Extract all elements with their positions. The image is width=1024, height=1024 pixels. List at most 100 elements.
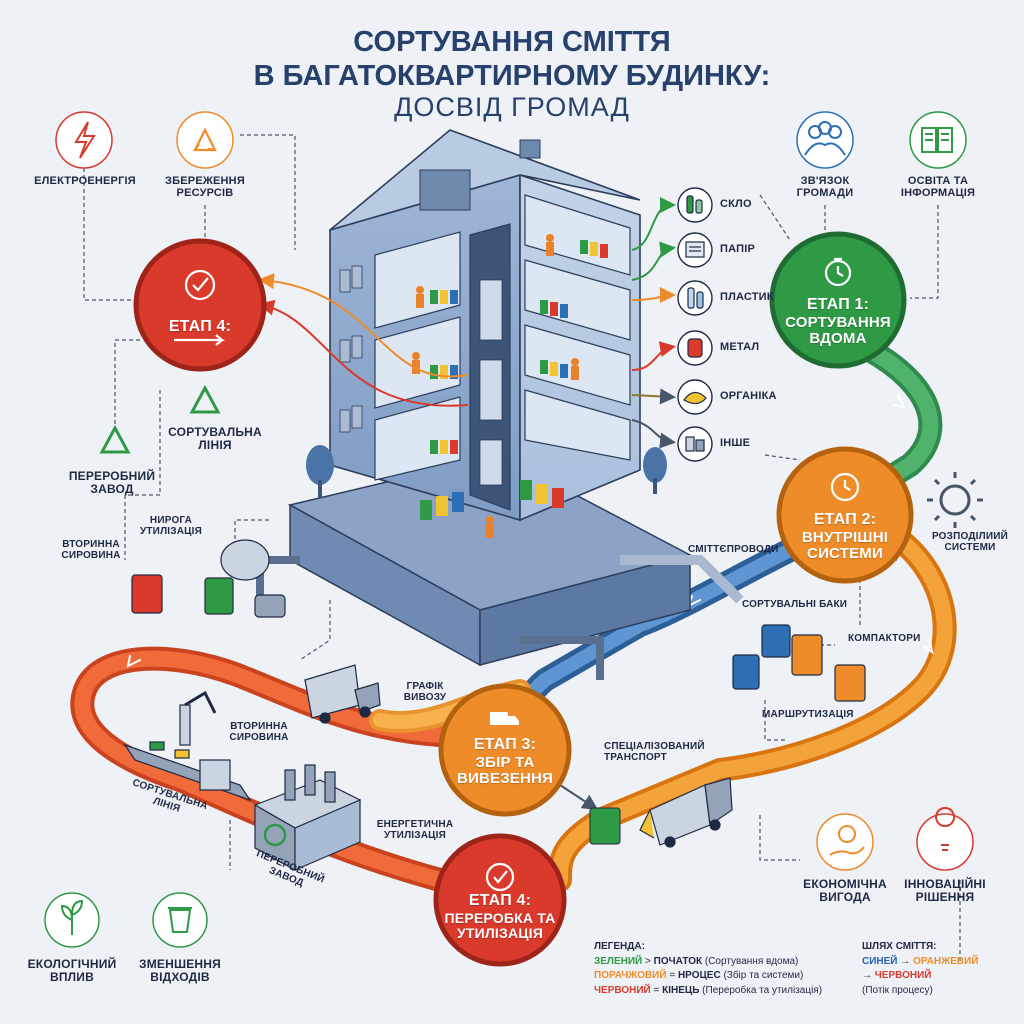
stage4-top-title: Етап 4: (168, 318, 232, 335)
benefit-icons-top (55, 111, 967, 169)
legend-red-word: Червоний (594, 984, 651, 996)
legend-red-desc: (Переробка та утилізація) (702, 984, 823, 996)
gear-icon (935, 480, 975, 520)
garbage-truck-left (304, 664, 381, 724)
waste-type-glyphs (683, 195, 707, 452)
waste-label-other: Інше (720, 437, 751, 449)
legend-heading: Легенда: (594, 941, 645, 952)
stage2-subtitle: Внутрішні системи (801, 529, 889, 563)
label-eco-impact: Екологічний вплив (27, 957, 117, 984)
title-line3: досвід громад (394, 92, 630, 122)
green-bin (589, 807, 621, 845)
stage1-subtitle: Сортування вдома (785, 314, 891, 348)
label-sorting-bins: Сортувальні баки (742, 599, 848, 610)
lightbulb-icon (917, 814, 973, 870)
legend-green-arrow: > (645, 955, 651, 967)
gear-graphic (927, 472, 983, 528)
title-line2: в багатоквартирному будинку: (253, 60, 771, 92)
recycle-icon (177, 112, 233, 168)
label-schedule: Графік вивозу (403, 681, 447, 703)
legend-red-eq: = (653, 984, 660, 996)
legend: Легенда: Зелений > Початок (Сортування в… (594, 940, 850, 998)
waste-label-organic: Органіка (720, 390, 777, 402)
stage1-title: Етап 1: (806, 296, 870, 313)
recycling-plant (253, 764, 362, 872)
path-legend-blue: Синей (862, 955, 898, 967)
label-distributed-systems: Розподілиий системи (931, 531, 1009, 553)
other-waste-icon (678, 427, 712, 461)
path-legend-row1: Синей → Оранжевий (862, 955, 1012, 970)
resident-figures (412, 234, 579, 538)
apartment-building (306, 129, 667, 538)
legend-green-key: Початок (653, 955, 703, 967)
stage3-circle: Етап 3: Збір та вивезення (441, 686, 569, 814)
legend-row-red: Червоний = Кінець (Переробка та утилізац… (594, 984, 850, 999)
clock-icon (831, 473, 859, 501)
stage3-subtitle: Збір та вивезення (456, 754, 554, 788)
stage1-circle: Етап 1: Сортування вдома (772, 234, 904, 366)
label-secondary-raw-2: Вторинна сировина (229, 721, 289, 743)
title-line1: Сортування сміття (353, 26, 671, 58)
label-community-link: Зв'язок громади (796, 175, 854, 199)
legend-orange-word: Порачжовий (594, 970, 667, 981)
stage4-circle: Етап 4: Переробка та утилізація (436, 836, 564, 964)
recycle-symbols (99, 384, 221, 454)
legend-green-desc: (Сортування вдома) (704, 955, 799, 967)
waste-type-icons (677, 187, 713, 462)
legend-orange-eq: = (669, 970, 676, 981)
path-legend-arrow1: → (900, 955, 911, 967)
label-electricity: Електроенергія (34, 175, 136, 187)
label-energy-disposal: Енергетична утилізація (376, 819, 454, 841)
label-disposal: Нирога утилізація (139, 515, 203, 537)
path-legend-heading: Шлях сміття: (862, 941, 937, 952)
waste-type-arrows (258, 197, 676, 811)
stopwatch-icon (824, 258, 852, 286)
check-icon (486, 864, 514, 892)
people-icon (797, 112, 853, 168)
label-secondary-raw: Вторинна сировина (61, 539, 121, 561)
label-recycling-plant: Переробний завод (68, 469, 156, 496)
legend-row-green: Зелений > Початок (Сортування вдома) (594, 955, 850, 970)
label-economic-benefit: Економічна вигода (803, 877, 887, 904)
label-chutes: Сміттєпроводи (688, 544, 779, 555)
legend-orange-key: Нроцес (677, 970, 721, 981)
label-compactors: Компактори (848, 633, 921, 644)
legend-red-key: Кінець (662, 984, 700, 996)
stage2-circle: Етап 2: Внутрішні системи (779, 449, 911, 581)
stage2-title: Етап 2: (813, 511, 877, 528)
waste-label-glass: Скло (720, 198, 752, 210)
legend-green-word: Зелений (594, 955, 643, 967)
newspaper-icon (678, 233, 712, 267)
path-legend-note: (Потік процесу) (862, 984, 933, 996)
label-resource-saving: Збереження ресурсів (165, 175, 245, 199)
can-icon (678, 331, 712, 365)
label-innovations: Інноваційні рішення (904, 877, 986, 904)
stage3-title: Етап 3: (473, 736, 537, 753)
check-icon (184, 270, 216, 302)
book-icon (910, 112, 966, 168)
waste-label-plastic: Пластик (720, 291, 774, 303)
stage4-title: Етап 4: (468, 892, 532, 909)
plastic-bottle-icon (678, 281, 712, 315)
label-routing: Маршрутизація (762, 709, 854, 720)
stage-glyphs (174, 257, 860, 892)
path-legend-arrow2: → (862, 970, 872, 981)
money-hand-icon (817, 814, 873, 870)
household-bins (420, 240, 608, 520)
waste-label-paper: Папір (720, 243, 756, 255)
stage-circles (133, 231, 914, 967)
stage4-subtitle: Переробка та утилізація (444, 910, 556, 942)
trash-recycle-icon (153, 893, 207, 947)
label-waste-reduction: Зменшення відходів (138, 957, 221, 984)
sorting-line (123, 690, 252, 802)
legend-orange-desc: (Збір та системи) (723, 970, 804, 981)
sorting-bins-cluster (732, 624, 866, 702)
waste-label-metal: Метал (720, 341, 760, 353)
trees (306, 445, 667, 498)
food-waste-icon (678, 380, 712, 414)
legend-row-orange: Порачжовий = Нроцес (Збір та системи) (594, 969, 850, 984)
truck-icon (489, 710, 521, 728)
path-legend-red: Червоний (874, 970, 932, 981)
label-special-transport: Спеціалізований транспорт (604, 741, 705, 763)
